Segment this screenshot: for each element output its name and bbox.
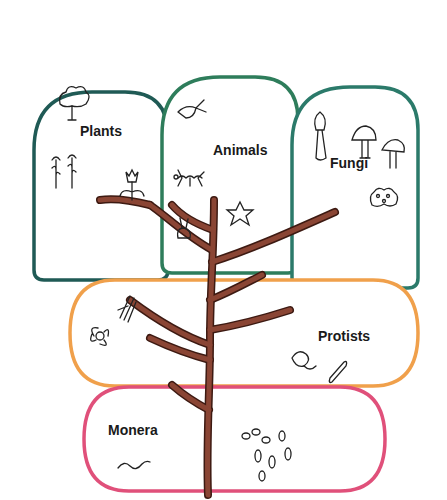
kingdom-name: Plants <box>80 123 122 139</box>
kingdom-region: Protists <box>68 278 420 388</box>
kingdom-name: Protists <box>318 328 370 344</box>
region-outline <box>32 90 170 282</box>
kingdom-region: Fungi <box>290 85 420 290</box>
kingdom-name: Fungi <box>330 155 368 171</box>
region-outline <box>82 385 387 493</box>
kingdom-region: Monera <box>82 385 387 493</box>
kingdom-name: Monera <box>108 422 158 438</box>
kingdom-region: Plants <box>32 90 170 282</box>
kingdom-name: Animals <box>213 142 267 158</box>
region-outline <box>290 85 420 290</box>
